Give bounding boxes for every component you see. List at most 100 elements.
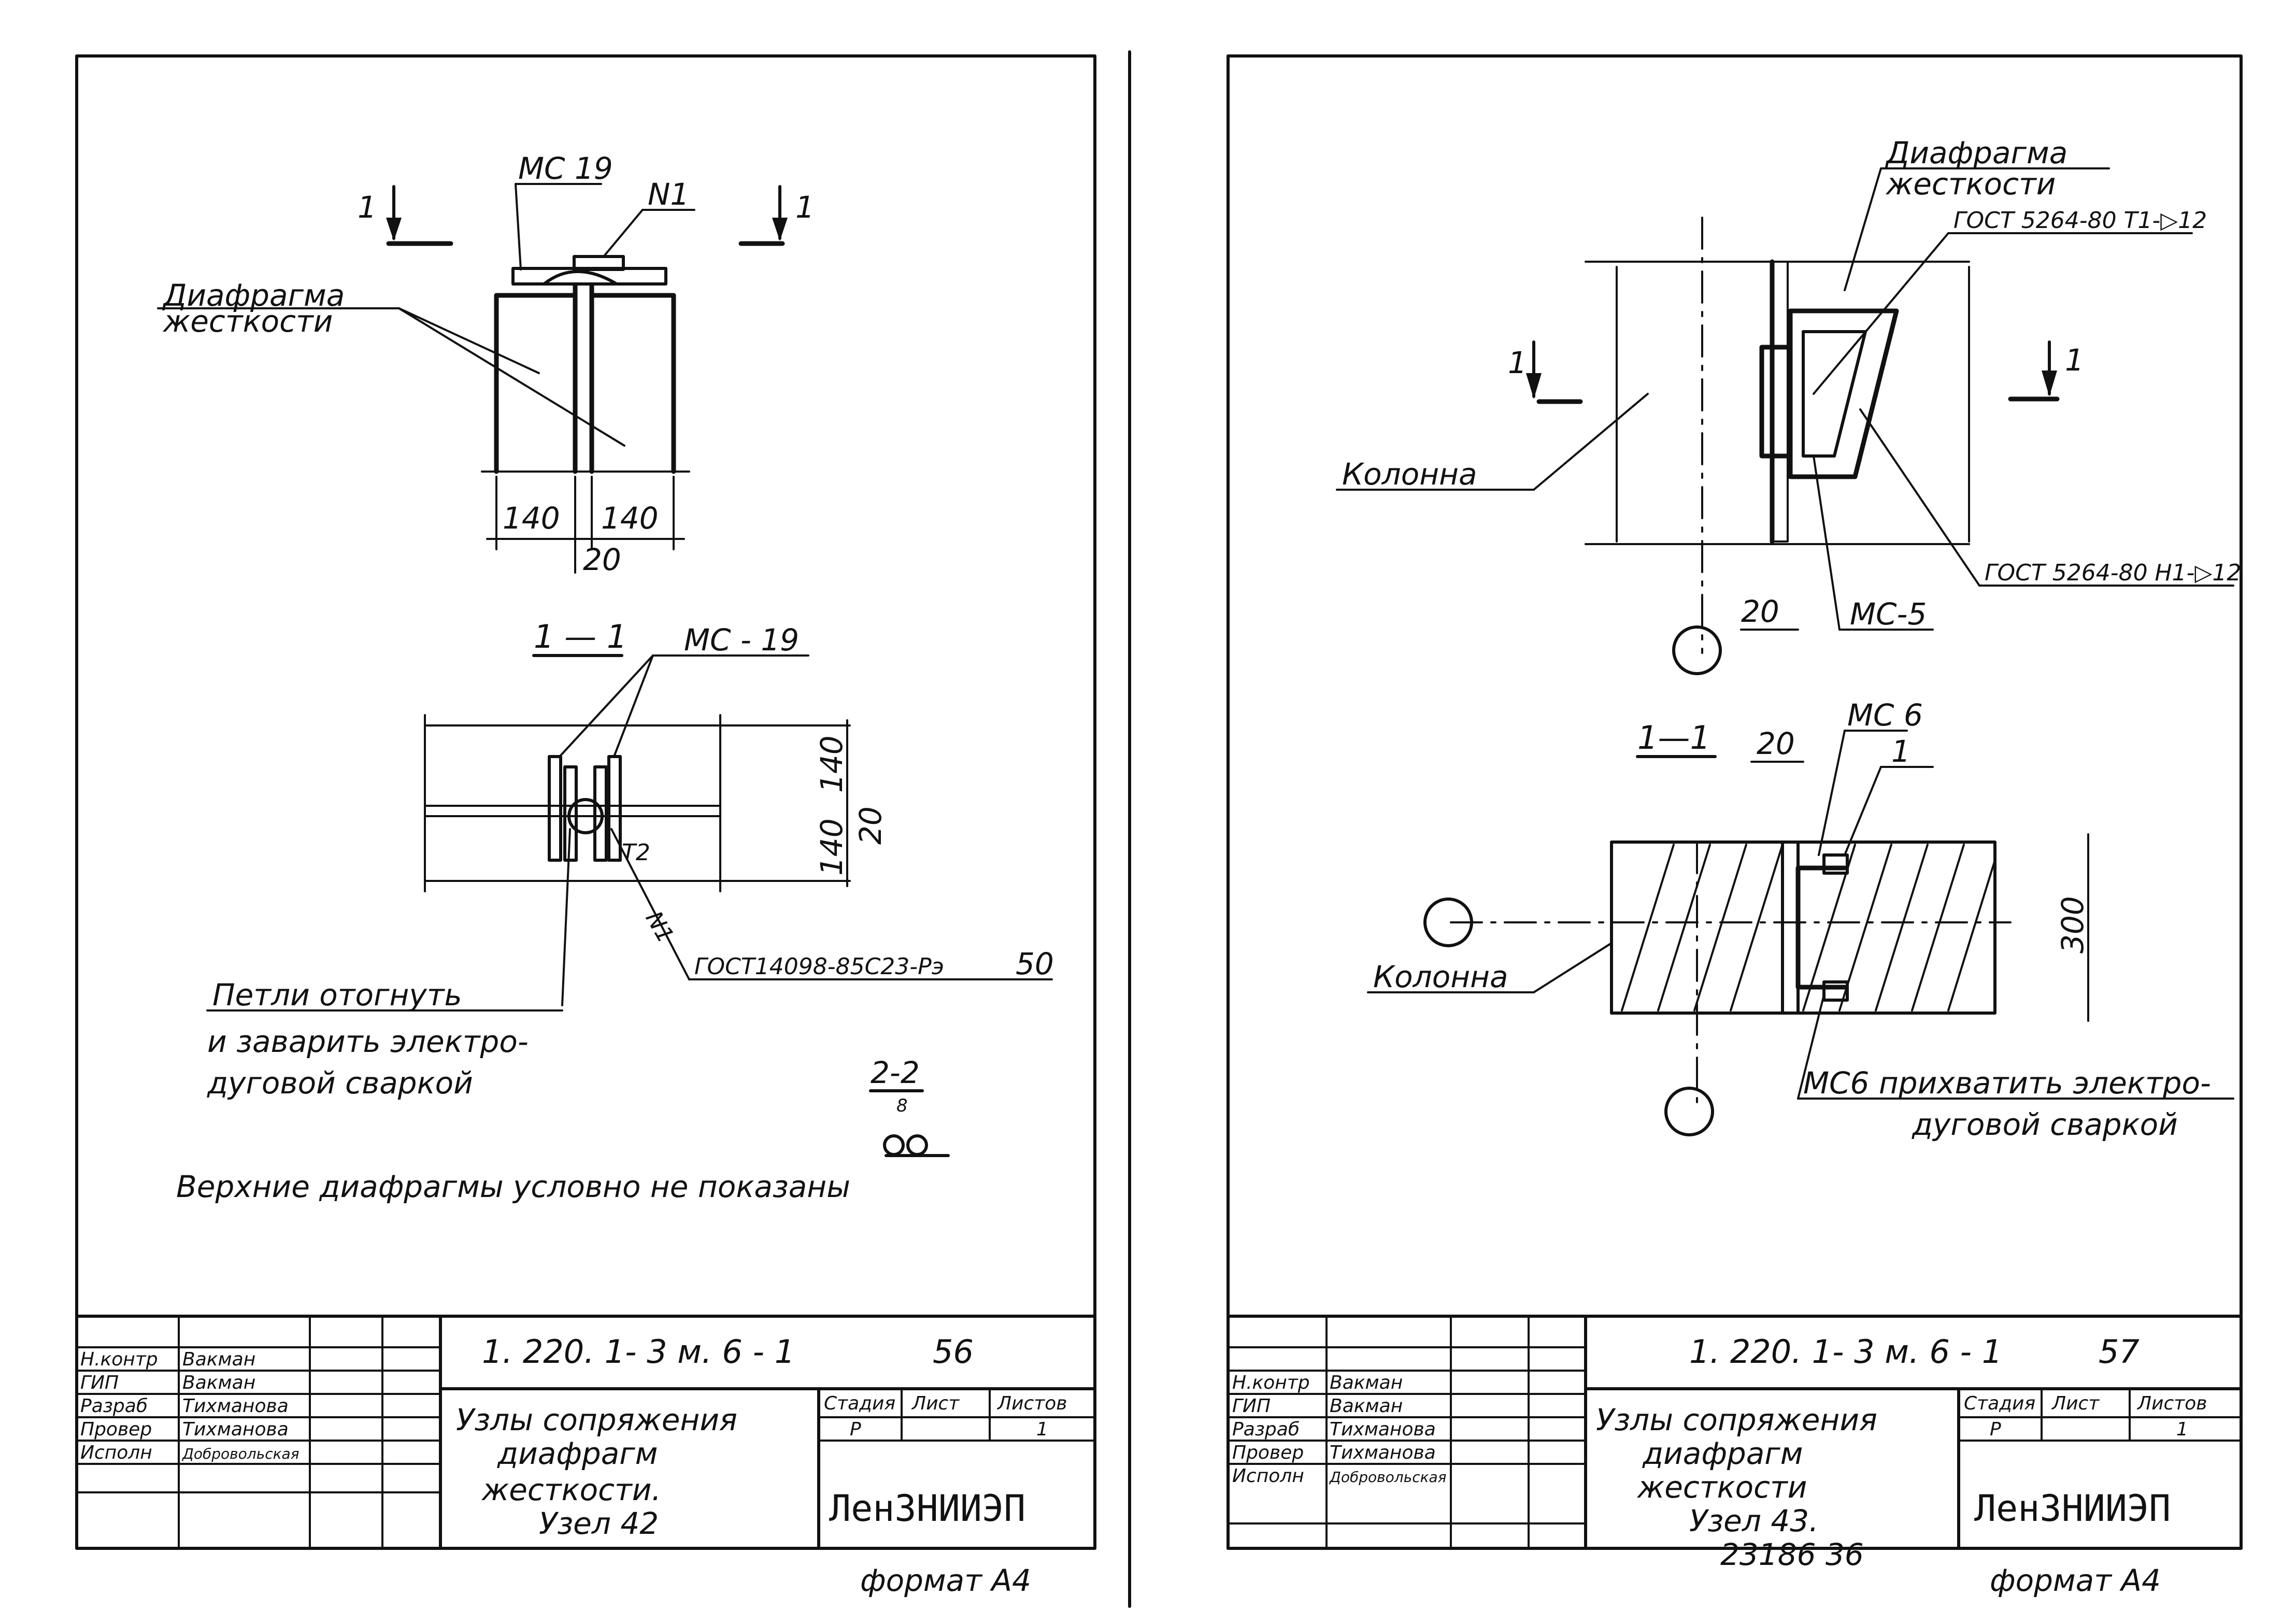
tb-name-1: Вакман [182,1372,255,1393]
leader-gost-top [1813,232,1949,395]
section-slab [1610,841,1996,1015]
tb-name-0-r: Вакман [1330,1372,1403,1393]
bar-ms19-1 [548,755,562,862]
label-pos1: 1 [1891,734,1910,769]
axis-bubble-bottom [1664,1087,1714,1136]
cut-mark-right-num-r: 1 [2065,343,2084,378]
leader-kolonna [1533,393,1649,491]
leader-ms5 [1813,455,1841,631]
tb-doc-code-r: 1. 220. 1- 3 м. 6 - 1 [1689,1333,2002,1371]
dim-140-b: 140 [814,818,849,876]
leader-diafragma-r [1844,167,1882,291]
note-r-line-1: МС6 прихватить электро- [1803,1065,2211,1101]
tb-name-4-r: Добровольская [1329,1469,1447,1486]
archive-no: 23186 36 [1720,1537,1864,1572]
dim-300: 300 [2055,896,2090,953]
detail-2-2-circle-2 [906,1134,928,1156]
tb-title-1: Узлы сопряжения [456,1402,737,1437]
tb-title-4: Узел 42 [539,1506,659,1541]
tb-stage-label-r: Стадия [1964,1393,2035,1414]
tb-sheets-label: Листов [996,1393,1067,1414]
tb-role-3: Провер [80,1419,152,1440]
cut-mark-left-num: 1 [358,190,377,225]
tb-org: ЛенЗНИИЭП [829,1487,1025,1530]
dim-20-r: 20 [1741,594,1779,629]
label-gost-val: 50 [1016,946,1054,981]
label-zhestkosti-r: жесткости [1885,166,2056,202]
leader-gost [610,828,690,980]
label-kolonna-top: Колонна [1342,457,1477,492]
label-t2: T2 [622,839,650,866]
tb-name-2: Тихманова [182,1395,289,1417]
tb-title-2-r: диафрагм [1642,1436,1803,1471]
leader-ms19-sec-2 [613,654,654,758]
leader-note-r [1797,994,1825,1100]
leader-ms19 [515,183,522,270]
section-1-1-title: 1 — 1 [534,618,627,656]
label-ms19-sec: МС - 19 [684,622,799,658]
label-n1-sec: N1 [640,907,679,947]
format-label-r: формат А4 [1990,1563,2161,1598]
tb-stage-r: Р [1990,1419,2001,1440]
sheet-right-frame [1227,54,2243,1550]
label-ms6: МС 6 [1847,697,1923,733]
tb-sheets-label-r: Листов [2136,1393,2207,1414]
tb-title-3-r: жесткости [1636,1470,1807,1505]
tb-stage: Р [850,1419,861,1440]
tb-sheets-total: 1 [1036,1419,1048,1440]
cut-mark-left-head [386,218,402,241]
label-gost-mid: ГОСТ 5264-80 Н1-▷12 [1985,560,2241,586]
col-mortar [1771,261,1789,543]
plate-n1 [573,255,625,271]
tb-name-4: Добровольская [181,1445,300,1462]
tb-doc-code: 1. 220. 1- 3 м. 6 - 1 [482,1333,795,1371]
section-1-1-title-r: 1—1 [1637,719,1710,757]
leader-diafragma-1 [398,307,540,374]
tb-stage-label: Стадия [824,1393,895,1414]
axis-bubble-top [1672,625,1722,675]
section-ms6-bottom [1822,980,1849,1002]
diaphragm-inner [1802,330,1867,458]
dim-140-a: 140 [814,735,849,793]
dim-20-b: 20 [853,806,888,845]
cut-mark-left-head-r [1526,373,1542,399]
tb-role-0: Н.контр [80,1349,158,1370]
loop-top [543,270,618,286]
tb-page-r: 57 [2099,1333,2140,1371]
tb-sheets-total-r: 1 [2176,1419,2188,1440]
tb-role-2: Разраб [80,1395,148,1417]
tb-role-2-r: Разраб [1232,1419,1300,1440]
label-diafragma: Диафрагма [162,278,345,313]
detail-2-2-circle-1 [883,1134,905,1156]
tb-role-1-r: ГИП [1232,1395,1271,1417]
note-line-1: Петли отогнуть [212,977,462,1013]
leader-gost-mid [1859,408,1980,587]
tb-title-1-r: Узлы сопряжения [1596,1402,1877,1437]
cut-mark-right-num: 1 [795,190,815,225]
label-kolonna-sec: Колонна [1373,959,1508,994]
cut-mark-left-num-r: 1 [1508,345,1527,380]
label-diafragma-r: Диафрагма [1885,135,2067,170]
tb-name-1-r: Вакман [1330,1395,1403,1417]
dim-140-left: 140 [503,501,560,536]
bar-ms19-4 [593,765,608,862]
cut-mark-right-head [772,218,788,241]
plate-ms5 [1759,345,1793,459]
sheet-left: 140 140 20 МС 19 N1 Диафрагма жесткости … [75,54,1096,1598]
tb-title-2: диафрагм [497,1436,658,1471]
label-gost-top: ГОСТ 5264-80 Т1-▷12 [1953,207,2207,234]
tb-role-1: ГИП [80,1372,119,1393]
leader-ms19-sec-1 [559,654,654,758]
leader-note [561,828,571,1006]
tb-title-3: жесткости. [481,1472,661,1507]
note-line-2: и заварить электро- [207,1024,529,1059]
section-2-2-title: 2-2 [871,1055,920,1090]
dim-8: 8 [896,1095,908,1116]
cut-mark-right-head-r [2042,371,2057,396]
tb-name-3-r: Тихманова [1330,1442,1436,1463]
tb-role-0-r: Н.контр [1232,1372,1310,1393]
leader-n1 [603,209,644,258]
label-zhestkosti: жесткости [162,304,333,339]
dim-140-right: 140 [601,501,659,536]
